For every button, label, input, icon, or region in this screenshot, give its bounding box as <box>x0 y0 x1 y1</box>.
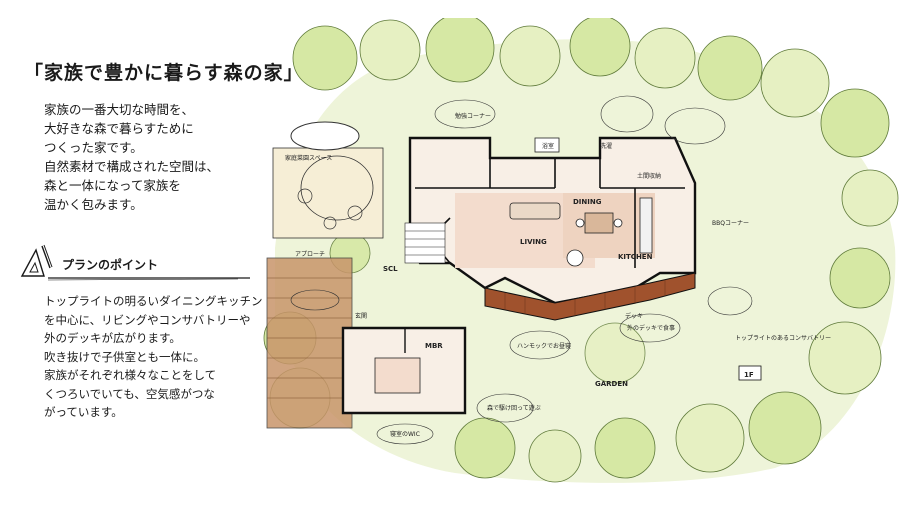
point-line: を中心に、リビングやコンサバトリーや <box>44 312 251 327</box>
tree-canopy <box>292 25 358 91</box>
tree-canopy <box>425 18 495 83</box>
tree-canopy <box>359 19 421 81</box>
intro-line: 家族の一番大切な時間を、 <box>44 102 195 117</box>
label-wood-deck-note: 外のデッキで食事 <box>627 324 675 332</box>
room-label-entrance: 玄関 <box>355 312 367 320</box>
annotation-bubbles <box>290 95 753 445</box>
point-line: がっています。 <box>44 405 123 419</box>
floor-tag-label: 1F <box>744 371 754 379</box>
tree-canopy <box>499 25 561 87</box>
terrace-hatching <box>267 277 352 399</box>
point-line: 外のデッキが広がります。 <box>44 331 181 345</box>
room-label-bath: 浴室 <box>542 142 554 150</box>
plan-point-title: プランのポイント <box>62 258 159 272</box>
note-bubble <box>434 99 496 129</box>
kitchen-counter <box>639 197 653 254</box>
room-label-laundry: 洗濯 <box>600 142 612 150</box>
label-hammock: ハンモックでお昼寝 <box>517 342 571 350</box>
plan-point-text: トップライトの明るいダイニングキッチン を中心に、リビングやコンサバトリーや 外… <box>44 292 274 422</box>
vegetable-garden <box>272 121 384 239</box>
tree-canopy <box>760 48 830 118</box>
intro-text: 家族の一番大切な時間を、 大好きな森で暮らすために つくった家です。 自然素材で… <box>44 100 244 214</box>
plan-point-header <box>18 242 268 282</box>
note-bubble <box>376 423 434 445</box>
page-title: 「家族で豊かに暮らす森の家」 <box>24 62 304 84</box>
furniture <box>509 137 653 267</box>
triangle-ruler-icon <box>20 244 250 281</box>
intro-line: つくった家です。 <box>44 140 143 155</box>
label-conservatory: トップライトのあるコンサバトリー <box>735 335 831 342</box>
note-bubble <box>707 286 753 316</box>
tree-canopy <box>584 322 646 384</box>
note-bubble <box>600 95 654 133</box>
point-line: トップライトの明るいダイニングキッチン <box>44 294 263 308</box>
approach-terrace <box>266 257 353 429</box>
label-approach: アプローチ <box>295 251 325 258</box>
intro-line: 自然素材で構成された空間は、 <box>44 159 220 174</box>
note-bubble <box>664 107 726 145</box>
tree-canopy <box>841 169 899 227</box>
label-bbq: BBQコーナー <box>712 220 749 227</box>
note-bubble <box>290 289 340 311</box>
room-label-kitchen: KITCHEN <box>618 253 653 261</box>
point-line: くつろいでいても、空気感がつな <box>44 386 215 401</box>
point-line: 家族がそれぞれ様々なことをして <box>44 368 217 382</box>
label-walk-in: 寝室のWIC <box>390 430 420 438</box>
label-study: 勉強コーナー <box>455 112 491 120</box>
tree-canopy <box>829 247 891 309</box>
staircase <box>404 222 446 264</box>
dining-table <box>584 212 614 234</box>
tree-canopy <box>569 18 631 77</box>
tree-canopy <box>594 417 656 479</box>
round-table <box>566 249 584 267</box>
tree-canopy <box>528 429 582 483</box>
wood-deck <box>484 272 696 321</box>
intro-line: 大好きな森で暮らすために <box>44 121 194 136</box>
sofa <box>509 202 561 220</box>
point-line: 吹き抜けで子供室とも一体に。 <box>44 349 205 364</box>
floor-plan-sketch: LIVING DINING KITCHEN MBR SCL 浴室 洗濯 土間収納… <box>263 18 899 483</box>
tree-canopy <box>820 88 890 158</box>
deck-boards <box>504 280 666 316</box>
note-bubble <box>619 313 681 343</box>
tree-canopy <box>748 391 822 465</box>
floor-tag <box>738 365 762 381</box>
tree-canopy <box>808 321 882 395</box>
tree-canopy <box>634 27 696 89</box>
room-label-scl: SCL <box>383 265 398 273</box>
room-label-living: LIVING <box>520 238 547 246</box>
tree-canopy <box>454 417 516 479</box>
room-label-mudroom: 土間収納 <box>637 172 661 180</box>
tree-canopy <box>697 35 763 101</box>
note-bubble <box>509 330 571 360</box>
intro-line: 森と一体になって家族を <box>44 178 181 193</box>
intro-line: 温かく包みます。 <box>44 197 143 212</box>
label-vegetable-garden: 家庭菜園スペース <box>285 154 332 162</box>
label-forest-play: 森で駆け回って遊ぶ <box>487 404 541 412</box>
dining-chair <box>613 218 623 228</box>
bathtub <box>534 137 560 153</box>
label-garden: GARDEN <box>595 380 628 388</box>
tree-canopy <box>675 403 745 473</box>
room-label-dining: DINING <box>573 198 602 206</box>
room-label-mbr: MBR <box>425 342 443 350</box>
master-bedroom <box>341 326 467 415</box>
dining-chair <box>575 218 585 228</box>
note-bubble <box>476 393 534 423</box>
